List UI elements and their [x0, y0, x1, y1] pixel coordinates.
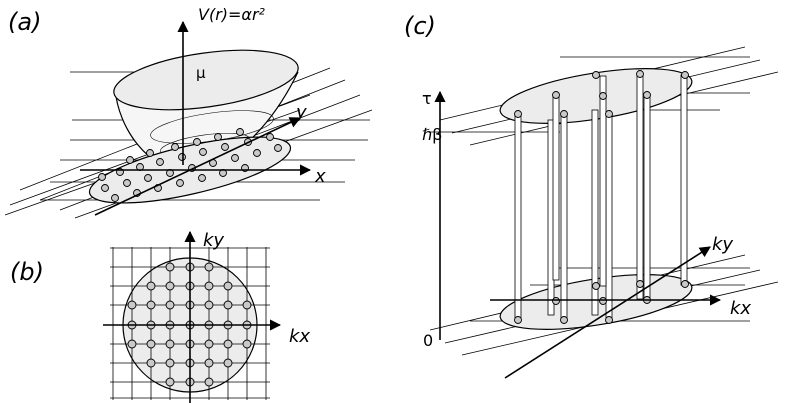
potential-label: V(r)=αr²	[198, 5, 266, 24]
panel-b-ky-label: ky	[203, 230, 224, 251]
panel-a: (a)	[4, 5, 373, 219]
panel-c-ky-axis	[504, 246, 711, 379]
y-axis-label: y	[295, 102, 307, 123]
panel-c-ky-label: ky	[712, 234, 733, 255]
tau-label: τ	[422, 89, 432, 108]
panel-c: (c)	[404, 12, 779, 379]
panel-a-y-axis	[94, 117, 302, 216]
mu-label: μ	[196, 64, 206, 82]
upper-disk	[499, 68, 693, 124]
lower-lattice	[514, 280, 689, 324]
panel-a-tag: (a)	[8, 8, 41, 36]
zero-label: 0	[423, 331, 433, 350]
panel-b: (b) ky kx	[10, 230, 310, 403]
panel-c-tag: (c)	[404, 12, 436, 40]
panel-b-tag: (b)	[10, 258, 44, 286]
panel-c-kx-label: kx	[730, 298, 751, 319]
panel-a-lattice	[98, 128, 282, 202]
x-axis-label: x	[314, 166, 326, 187]
upper-lattice	[514, 70, 689, 118]
panel-b-kx-label: kx	[289, 326, 310, 347]
hbeta-label: ℏβ	[422, 125, 442, 144]
